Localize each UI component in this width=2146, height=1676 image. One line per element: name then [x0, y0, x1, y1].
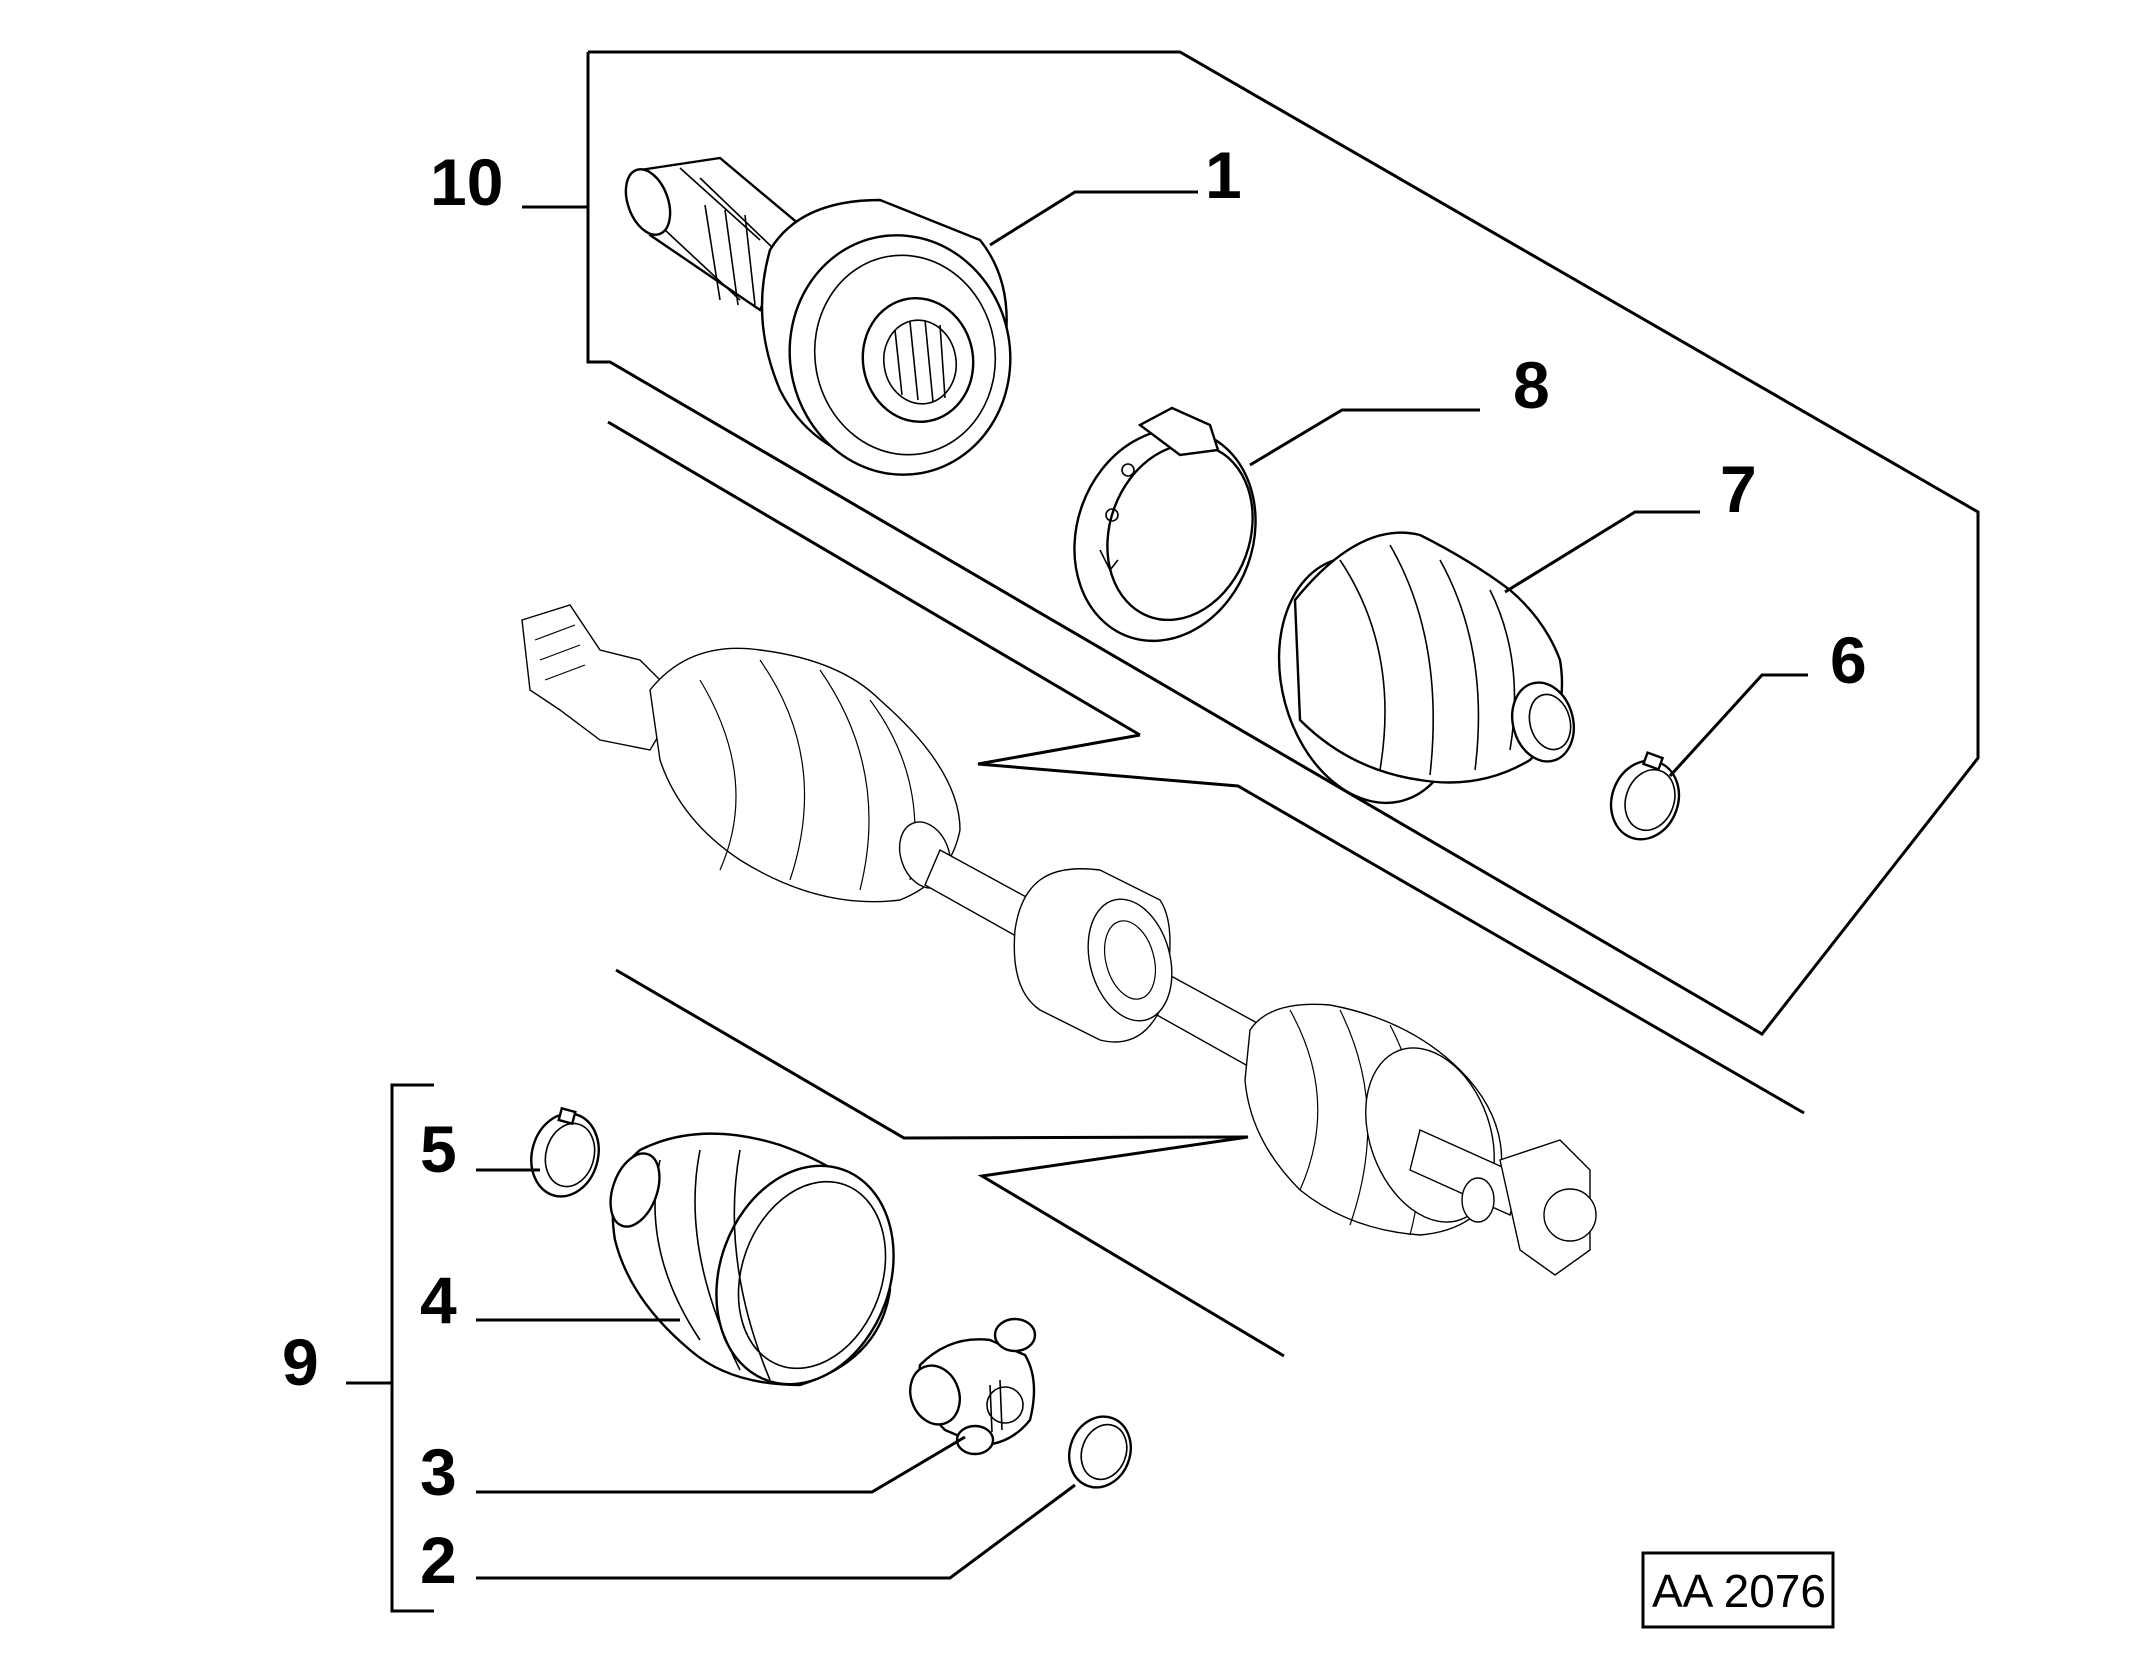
reference-code-box: AA 2076 [1641, 1551, 1835, 1629]
callout-9: 9 [282, 1325, 319, 1399]
driveshaft-assembly [521, 604, 1597, 1276]
callout-4: 4 [420, 1263, 457, 1337]
callout-10: 10 [430, 145, 503, 219]
callout-6: 6 [1830, 623, 1867, 697]
separator-lines [607, 420, 1805, 1358]
outer-kit-bracket [522, 50, 1980, 1036]
callout-3: 3 [420, 1435, 457, 1509]
circlip [1068, 1415, 1132, 1489]
callout-5: 5 [420, 1112, 457, 1186]
callout-8: 8 [1513, 348, 1550, 422]
callout-7: 7 [1720, 452, 1757, 526]
reference-code: AA 2076 [1652, 1565, 1826, 1617]
small-boot-clamp-outer [1609, 751, 1681, 841]
inner-boot [609, 1132, 895, 1387]
callout-1: 1 [1205, 138, 1242, 212]
outer-cv-joint [624, 156, 1012, 476]
tripod-spider [909, 1317, 1037, 1456]
outer-boot [1277, 531, 1575, 805]
small-boot-clamp-inner [530, 1106, 600, 1198]
large-boot-clamp [1073, 406, 1257, 643]
callout-numbers: 10 1 8 7 6 5 4 9 3 2 [282, 138, 1867, 1597]
leader-lines [476, 190, 1808, 1580]
callout-2: 2 [420, 1523, 457, 1597]
inner-kit-bracket [346, 1083, 434, 1613]
